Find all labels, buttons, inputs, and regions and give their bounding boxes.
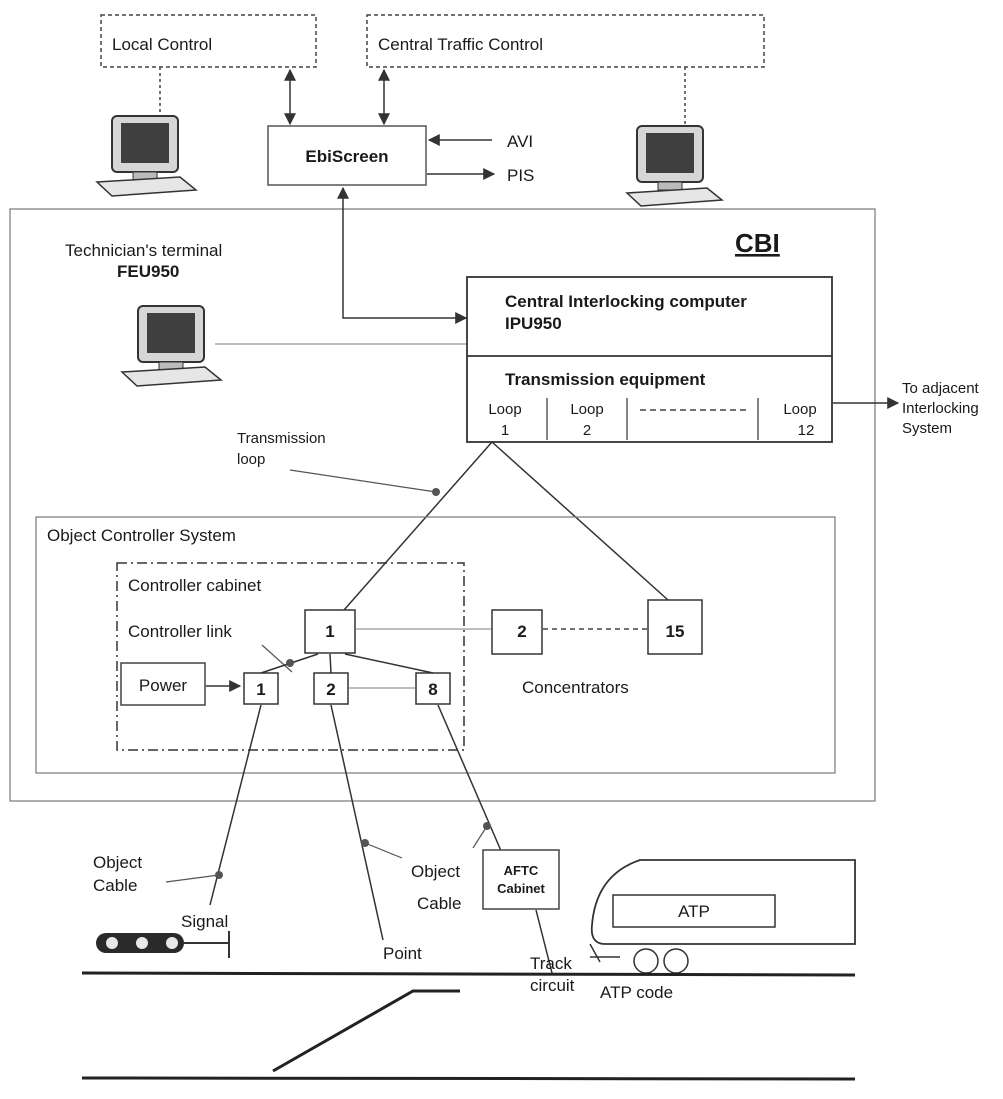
technician-terminal-icon: [120, 305, 223, 387]
adjacent-label-1: To adjacent: [902, 380, 980, 397]
track-lower: [81, 1076, 856, 1081]
transmission-loop-label: Transmission: [237, 430, 326, 447]
controller-link-label: Controller link: [128, 622, 232, 641]
controller-8: 8: [415, 672, 451, 705]
technician-terminal-model: FEU950: [117, 262, 179, 281]
central-traffic-control-label: Central Traffic Control: [378, 35, 543, 54]
object-cable-left-label-2: Cable: [93, 876, 137, 895]
central-interlocking-box: Central Interlocking computer IPU950 Tra…: [466, 276, 833, 443]
local-control-label: Local Control: [112, 35, 212, 54]
concentrator-1: 1: [304, 609, 356, 654]
aftc-label: AFTC: [504, 863, 539, 878]
local-terminal-icon: [95, 115, 198, 197]
adjacent-label-3: System: [902, 420, 952, 437]
loop-12-label: Loop: [783, 401, 816, 418]
ebiscreen-box: EbiScreen: [267, 125, 427, 186]
transmission-equipment-label: Transmission equipment: [505, 370, 706, 389]
ocs-title: Object Controller System: [47, 526, 236, 545]
central-traffic-control-box: Central Traffic Control: [366, 14, 765, 68]
concentrator-15: 15: [647, 599, 703, 655]
loop-2-label: Loop: [570, 401, 603, 418]
atp-label: ATP: [678, 902, 710, 921]
signal-icon: [96, 931, 230, 958]
controller-cabinet-label: Controller cabinet: [128, 576, 262, 595]
pis-label: PIS: [507, 166, 534, 185]
power-box: Power: [120, 662, 206, 706]
technician-terminal-label: Technician's terminal: [65, 241, 222, 260]
svg-text:1: 1: [325, 622, 334, 641]
track-circuit-label-2: circuit: [530, 976, 575, 995]
svg-text:8: 8: [428, 680, 437, 699]
svg-text:1: 1: [256, 680, 265, 699]
adjacent-label-2: Interlocking: [902, 400, 979, 417]
concentrator-2: 2: [491, 609, 543, 655]
object-cable-mid-label-2: Cable: [417, 894, 461, 913]
controller-1: 1: [243, 672, 279, 705]
loop-12-number: 12: [798, 422, 815, 439]
controller-2: 2: [313, 672, 349, 705]
avi-label: AVI: [507, 132, 533, 151]
object-cable-mid-label: Object: [411, 862, 460, 881]
svg-text:Power: Power: [139, 676, 188, 695]
cbi-title: CBI: [735, 228, 780, 258]
aftc-label-2: Cabinet: [497, 881, 545, 896]
svg-text:2: 2: [517, 622, 526, 641]
loop-1-number: 1: [501, 422, 509, 439]
train-icon: ATP: [589, 859, 856, 974]
point-label: Point: [383, 944, 422, 963]
controller-cabinet-boundary: [116, 562, 465, 751]
atp-box: [612, 894, 776, 928]
local-control-box: Local Control: [100, 14, 317, 68]
central-interlocking-title: Central Interlocking computer: [505, 292, 747, 311]
ebiscreen-label: EbiScreen: [305, 147, 388, 166]
object-controller-system-boundary: [35, 516, 836, 774]
svg-text:15: 15: [666, 622, 685, 641]
atp-code-label: ATP code: [600, 983, 673, 1002]
track-upper: [81, 971, 856, 977]
concentrators-label: Concentrators: [522, 678, 629, 697]
transmission-loop-return-line: [491, 441, 669, 601]
track-switch: [272, 989, 460, 1073]
transmission-loop-label-2: loop: [237, 451, 265, 468]
aftc-cabinet-box: AFTC Cabinet: [482, 849, 560, 910]
track-circuit-label: Track: [530, 954, 572, 973]
loop-2-number: 2: [583, 422, 591, 439]
svg-text:2: 2: [326, 680, 335, 699]
central-terminal-icon: [625, 125, 724, 207]
central-interlocking-model: IPU950: [505, 314, 562, 333]
transmission-loop-line: [343, 441, 493, 611]
loop-1-label: Loop: [488, 401, 521, 418]
object-cable-left-label: Object: [93, 853, 142, 872]
signal-label: Signal: [181, 912, 228, 931]
